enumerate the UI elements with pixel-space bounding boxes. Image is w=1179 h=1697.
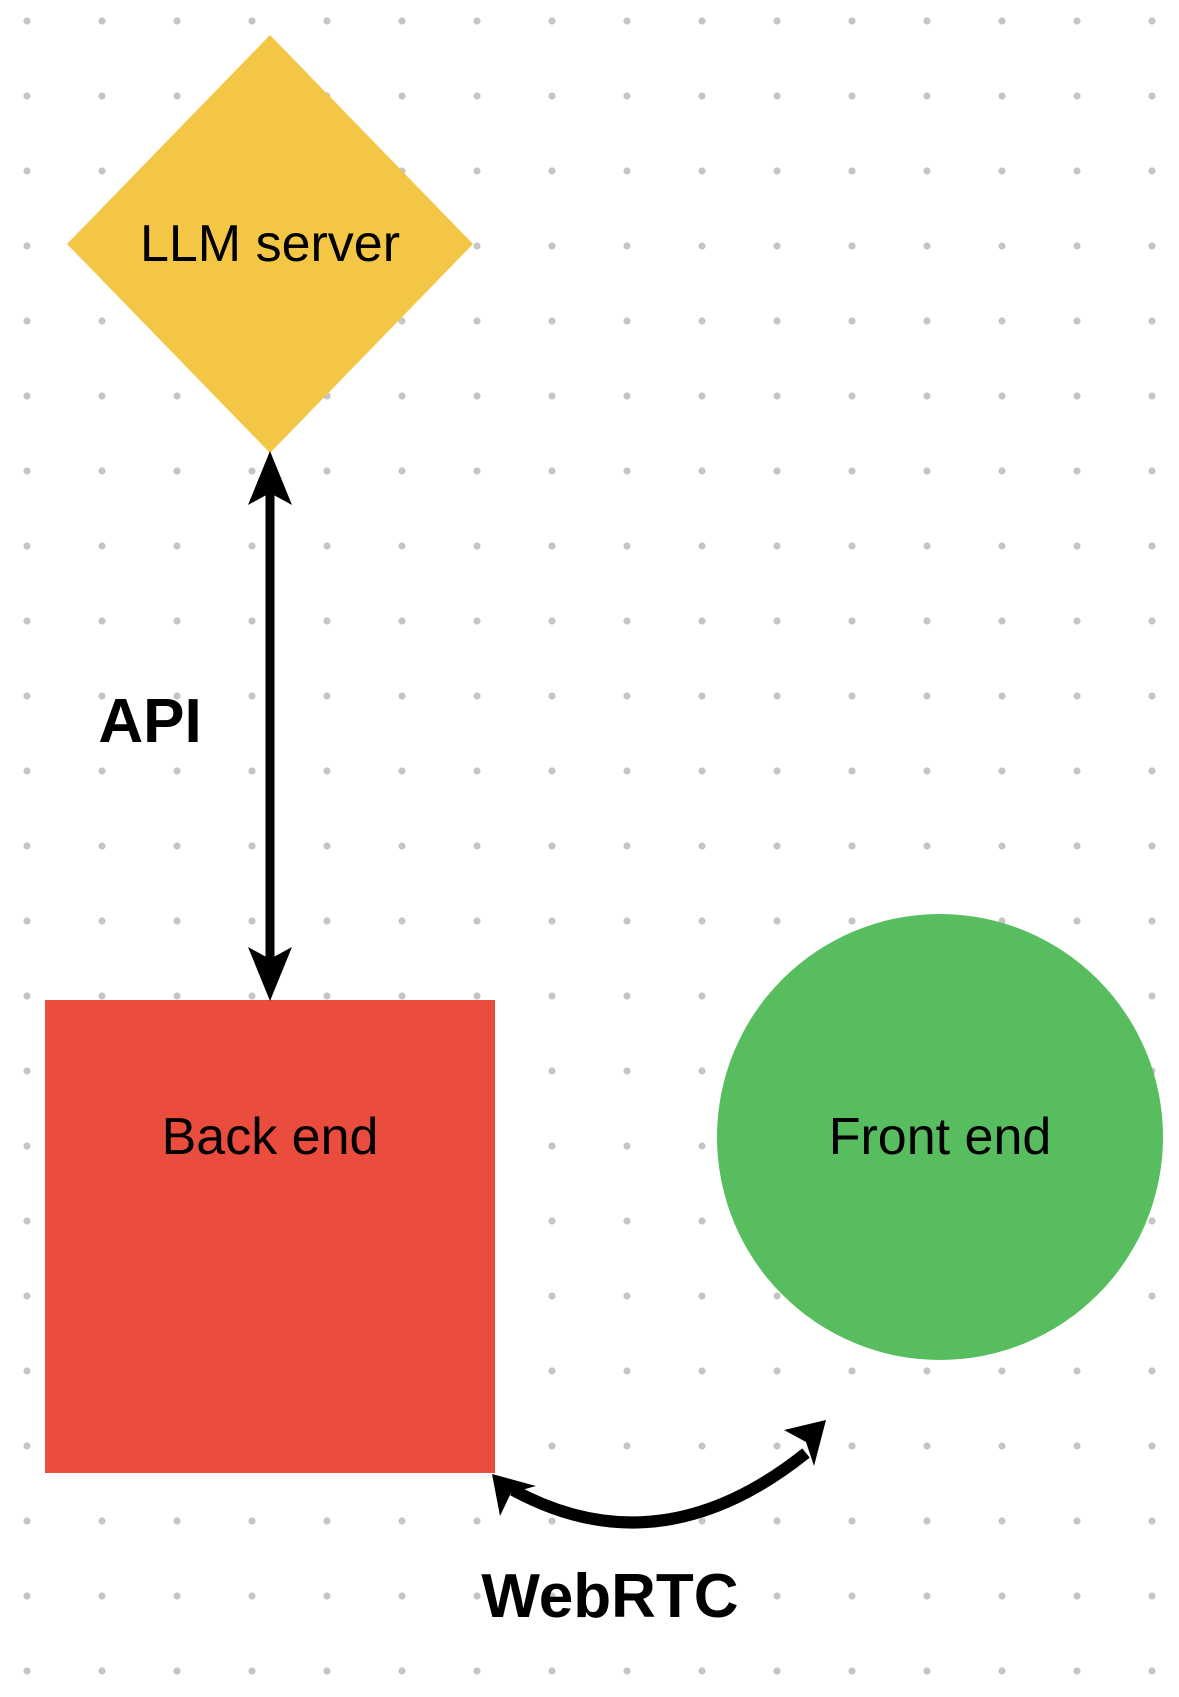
- node-label-front-end: Front end: [828, 1108, 1052, 1166]
- edge-label-api: API: [98, 687, 202, 756]
- edge-label-webrtc: WebRTC: [481, 1562, 739, 1631]
- node-label-llm-server: LLM server: [139, 215, 401, 273]
- node-label-back-end: Back end: [161, 1108, 379, 1166]
